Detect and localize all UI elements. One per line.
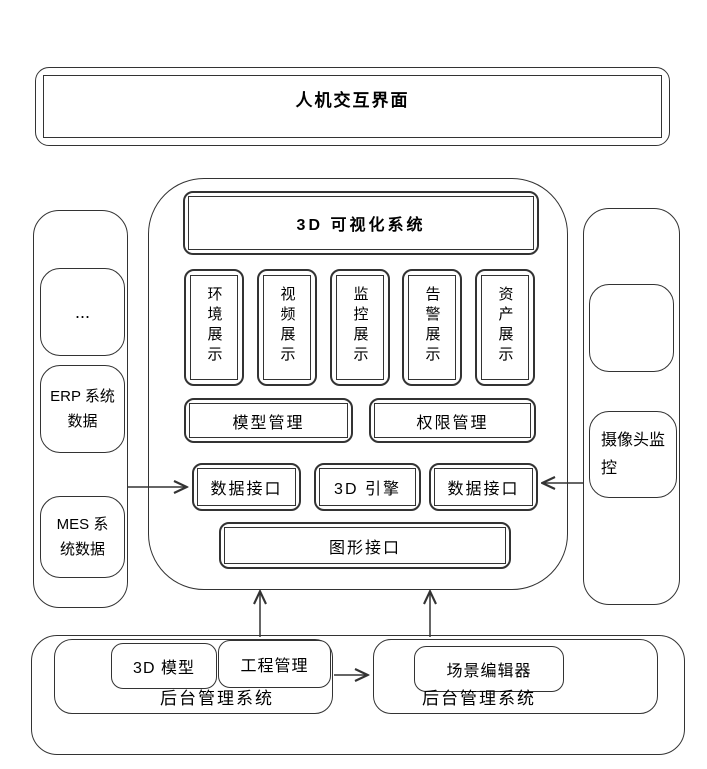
display-module-label: 环境展示 (205, 286, 223, 366)
display-module-environment: 环境展示 (184, 269, 244, 386)
display-module-video: 视频展示 (257, 269, 317, 386)
backend-group-right: 场景编辑器 后台管理系统 (373, 639, 658, 714)
hmi-title-box: 人机交互界面 (43, 75, 662, 138)
display-module-asset: 资产展示 (475, 269, 535, 386)
camera-monitor-box: 摄像头监控 (589, 411, 677, 498)
engine-3d-label: 3D 引擎 (319, 468, 416, 506)
data-interface-left-label: 数据接口 (197, 468, 296, 506)
camera-panel: 摄像头监控 (583, 208, 680, 605)
core-title-box: 3D 可视化系统 (183, 191, 539, 255)
other-data-source-box: ... (40, 268, 125, 356)
display-module-monitor: 监控展示 (330, 269, 390, 386)
display-module-label: 告警展示 (423, 286, 441, 366)
backend-group-right-label: 后台管理系统 (422, 689, 536, 708)
permission-management-box: 权限管理 (369, 398, 536, 443)
scene-editor-box: 场景编辑器 (414, 646, 564, 692)
hmi-panel: 人机交互界面 (35, 67, 670, 146)
graphics-interface-label: 图形接口 (224, 527, 506, 564)
engine-3d-box: 3D 引擎 (314, 463, 421, 511)
display-module-label: 资产展示 (496, 286, 514, 366)
model-management-label: 模型管理 (189, 403, 348, 438)
permission-management-label: 权限管理 (374, 403, 531, 438)
project-management-box: 工程管理 (218, 640, 331, 688)
backend-group-left: 3D 模型 工程管理 后台管理系统 (54, 639, 333, 714)
core-title: 3D 可视化系统 (188, 196, 534, 250)
display-module-label: 视频展示 (278, 286, 296, 366)
core-system-container: 3D 可视化系统 环境展示 视频展示 监控展示 告警展示 资产展示 模型管理 权… (148, 178, 568, 590)
model-3d-box: 3D 模型 (111, 643, 217, 689)
spare-box (589, 284, 674, 372)
backend-panel: 3D 模型 工程管理 后台管理系统 场景编辑器 后台管理系统 (31, 635, 685, 755)
mes-data-box: MES 系统数据 (40, 496, 125, 578)
erp-data-box: ERP 系统数据 (40, 365, 125, 453)
data-interface-right-box: 数据接口 (429, 463, 538, 511)
external-data-panel: ... ERP 系统数据 MES 系统数据 (33, 210, 128, 608)
model-management-box: 模型管理 (184, 398, 353, 443)
display-module-label: 监控展示 (351, 286, 369, 366)
data-interface-left-box: 数据接口 (192, 463, 301, 511)
backend-group-left-label: 后台管理系统 (160, 689, 274, 708)
graphics-interface-box: 图形接口 (219, 522, 511, 569)
hmi-title: 人机交互界面 (295, 91, 410, 110)
data-interface-right-label: 数据接口 (434, 468, 533, 506)
display-module-alarm: 告警展示 (402, 269, 462, 386)
